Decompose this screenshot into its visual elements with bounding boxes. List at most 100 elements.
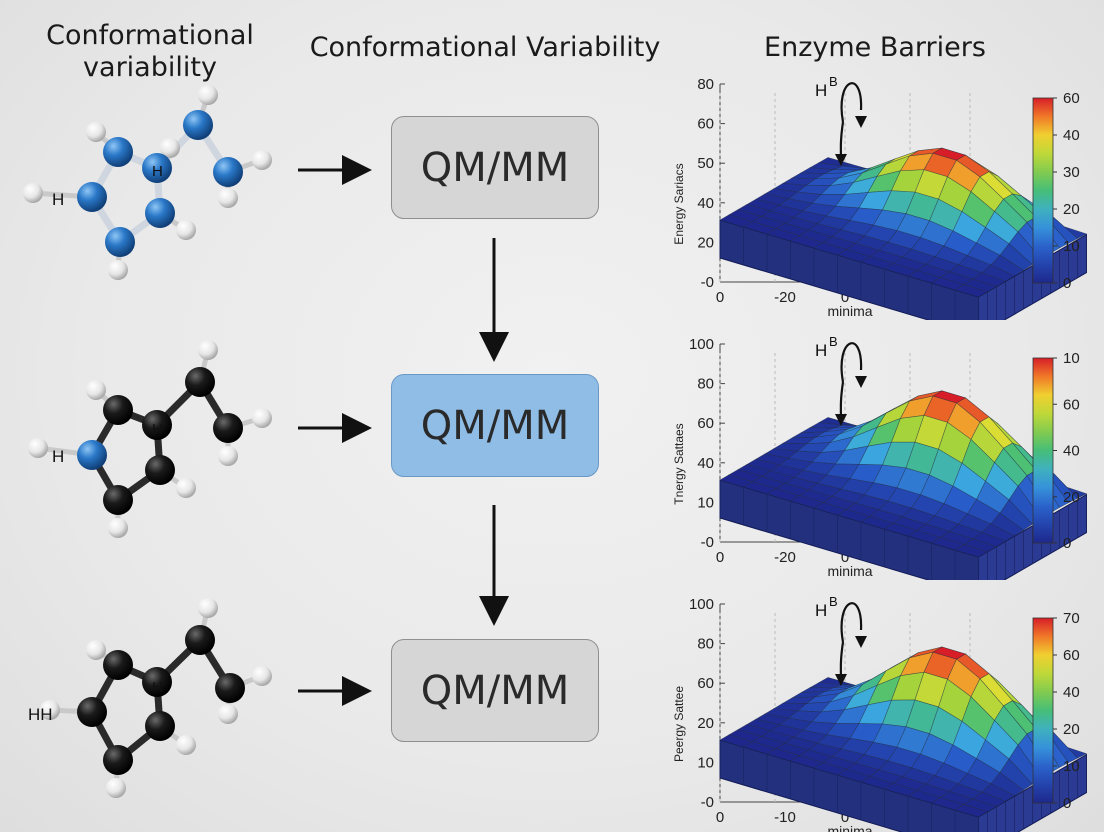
colorbar-tick-label: 70 [1063, 610, 1080, 627]
atom-label-ring: H [152, 163, 163, 180]
colorbar-tick-label: 0 [1063, 535, 1071, 552]
heavy-atom [183, 110, 213, 140]
hydrogen-atom [176, 478, 196, 498]
heavy-atom [185, 367, 215, 397]
colorbar-tick-label: 60 [1063, 90, 1080, 107]
x-axis-label: minima [827, 823, 872, 832]
heavy-atom [213, 413, 243, 443]
hydrogen-atom [252, 666, 272, 686]
hydrogen-atom [176, 220, 196, 240]
hydrogen-atom [198, 85, 218, 105]
annotation-label: H [815, 601, 827, 620]
colorbar-tick-label: 20 [1063, 489, 1080, 506]
hydrogen-atom [198, 598, 218, 618]
hydrogen-atom [108, 518, 128, 538]
hydrogen-atom [23, 183, 43, 203]
y-tick-label: 60 [697, 415, 714, 432]
hydrogen-atom [108, 260, 128, 280]
qmmm-box-3: QM/MM [391, 639, 599, 742]
heavy-atom [213, 157, 243, 187]
y-tick-label: 100 [689, 596, 714, 613]
molecule-3: HHH [28, 598, 272, 798]
heavy-atom [77, 182, 107, 212]
x-tick-label: 0 [841, 549, 849, 566]
heavy-atom [185, 625, 215, 655]
heavy-atom [145, 711, 175, 741]
y-tick-label: -0 [701, 794, 714, 811]
hydrogen-atom [218, 188, 238, 208]
colorbar-tick-label: 60 [1063, 396, 1080, 413]
annotation-arrowhead-down [835, 674, 847, 686]
annotation-superscript: B [829, 334, 838, 349]
colorbar [1032, 357, 1054, 544]
surface-cell [954, 804, 989, 818]
heavy-atom [145, 455, 175, 485]
atom-label-ring: H [152, 679, 163, 696]
qmmm-box-1: QM/MM [391, 116, 599, 219]
title-enzyme-barriers: Enzyme Barriers [764, 32, 986, 63]
heavy-atom [215, 673, 245, 703]
x-tick-label: 0 [841, 809, 849, 826]
annotation-arrowhead-right [855, 636, 867, 648]
surface-cell [954, 544, 989, 558]
colorbar-tick-label: 20 [1063, 201, 1080, 218]
hydrogen-atom [40, 700, 60, 720]
y-tick-label: -0 [701, 274, 714, 291]
colorbar-tick-label: 20 [1063, 721, 1080, 738]
annotation-arrowhead-down [835, 154, 847, 166]
y-tick-label: 80 [697, 376, 714, 393]
hydrogen-atom [86, 122, 106, 142]
heavy-atom [142, 153, 172, 183]
colorbar-tick-label: 40 [1063, 443, 1080, 460]
annotation-arrowhead-down [835, 414, 847, 426]
x-axis-label: minima [827, 563, 872, 579]
x-tick-label: -10 [774, 809, 796, 826]
y-tick-label: 40 [697, 195, 714, 212]
colorbar-tick-label: 40 [1063, 684, 1080, 701]
hydrogen-atom [160, 138, 180, 158]
qmmm-box-2-highlighted: QM/MM [391, 374, 599, 477]
colorbar-tick-label: 0 [1063, 795, 1071, 812]
y-tick-label: 50 [697, 155, 714, 172]
x-tick-label: -20 [774, 549, 796, 566]
y-tick-label: 60 [697, 116, 714, 133]
heavy-atom [142, 667, 172, 697]
molecule-2: HH [28, 340, 272, 538]
molecule-1: HH [23, 85, 272, 280]
heavy-atom [103, 137, 133, 167]
y-tick-label: 10 [697, 494, 714, 511]
atom-label-h: HH [28, 705, 53, 724]
x-tick-label: 0 [841, 289, 849, 306]
title-conformational-variability: Conformational variability [46, 20, 254, 83]
y-tick-label: 60 [697, 675, 714, 692]
colorbar-tick-label: 60 [1063, 647, 1080, 664]
heavy-atom [103, 650, 133, 680]
colorbar-tick-label: 0 [1063, 275, 1071, 292]
hydrogen-atom [198, 340, 218, 360]
y-axis-label: Peergy Sattee [672, 686, 686, 762]
annotation-arrow [840, 602, 863, 643]
y-tick-label: 80 [697, 76, 714, 93]
hydrogen-atom [252, 150, 272, 170]
atom-label-h: H [52, 447, 64, 466]
colorbar-tick-label: 30 [1063, 164, 1080, 181]
y-tick-label: 20 [697, 715, 714, 732]
y-tick-label: 10 [697, 754, 714, 771]
colorbar [1032, 97, 1054, 284]
y-tick-label: 20 [697, 234, 714, 251]
hydrogen-atom [218, 704, 238, 724]
x-tick-label: 0 [716, 809, 724, 826]
atom-label-ring: H [152, 421, 163, 438]
annotation-arrowhead-right [855, 116, 867, 128]
y-tick-label: 40 [697, 455, 714, 472]
annotation-arrowhead-right [855, 376, 867, 388]
x-tick-label: -20 [774, 289, 796, 306]
y-tick-label: -0 [701, 534, 714, 551]
colorbar-tick-label: 40 [1063, 127, 1080, 144]
hydrogen-atom [106, 778, 126, 798]
colorbar-tick-label: 10 [1063, 238, 1080, 255]
